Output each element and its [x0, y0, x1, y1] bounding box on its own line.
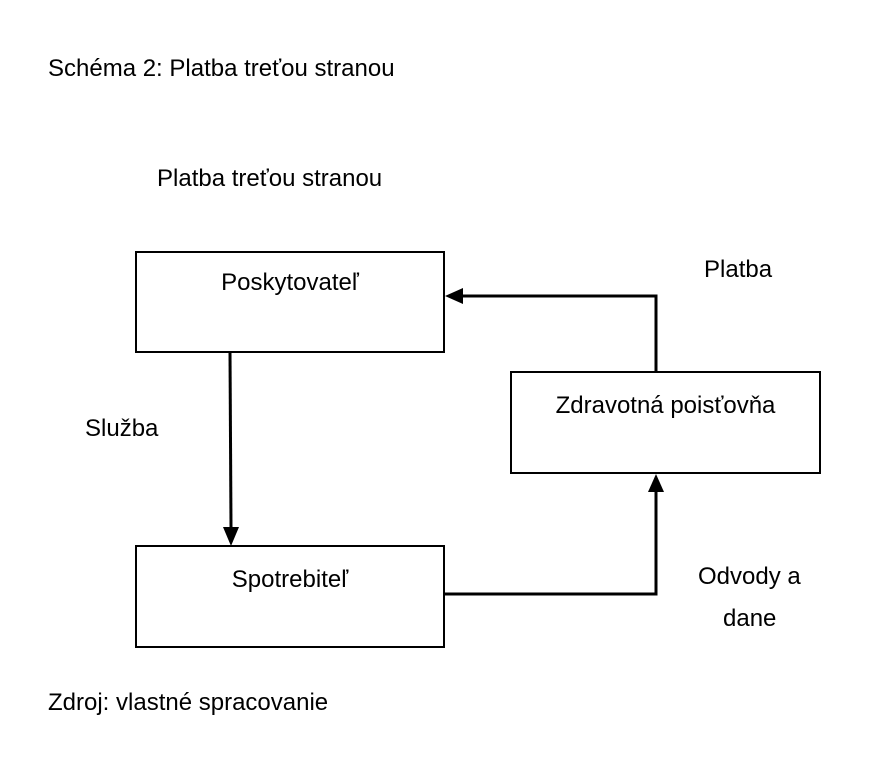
- consumer-node: Spotrebiteľ: [135, 545, 445, 648]
- service-arrow: [223, 351, 239, 546]
- contributions-label-line2: dane: [723, 605, 777, 632]
- insurer-node: Zdravotná poisťovňa: [510, 371, 821, 474]
- consumer-node-label: Spotrebiteľ: [231, 566, 349, 593]
- figure-caption: Schéma 2: Platba treťou stranou: [48, 55, 395, 82]
- payment-label: Platba: [704, 256, 773, 283]
- provider-node: Poskytovateľ: [135, 251, 445, 353]
- contributions-arrow: [444, 474, 664, 596]
- service-label: Služba: [85, 415, 159, 442]
- provider-node-label: Poskytovateľ: [221, 269, 359, 296]
- payment-arrow: [445, 288, 658, 372]
- diagram-title: Platba treťou stranou: [157, 165, 383, 192]
- source-note: Zdroj: vlastné spracovanie: [48, 689, 329, 716]
- insurer-node-label: Zdravotná poisťovňa: [555, 392, 776, 419]
- contributions-label-line1: Odvody a: [698, 563, 801, 590]
